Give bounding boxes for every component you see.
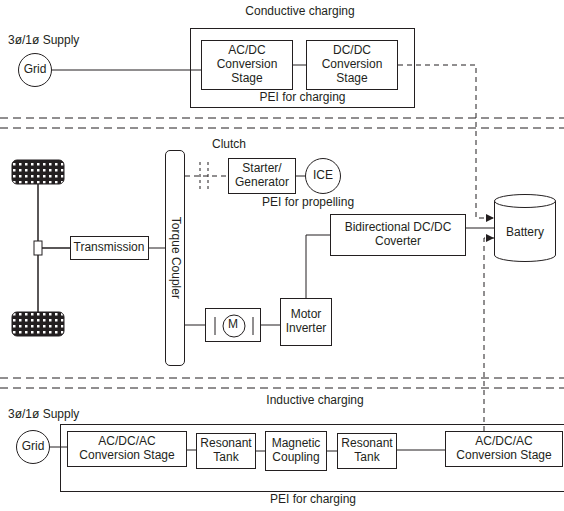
motor-bar (215, 317, 216, 335)
circle-outline (17, 431, 50, 464)
motor-circle (223, 315, 245, 337)
process-box: Transmission (70, 236, 149, 260)
connector (306, 235, 330, 298)
node-label: ICE (313, 169, 333, 183)
engine-circle: ICE (305, 158, 341, 194)
cylinder-body (495, 201, 556, 262)
connector (185, 176, 228, 177)
section-divider (0, 118, 564, 119)
node-label: Grid (22, 440, 45, 454)
process-box: Resonant Tank (337, 433, 397, 469)
node-label: AC/DC/AC Conversion Stage (68, 435, 186, 463)
node-label: Bidirectional DC/DC Coverter (331, 221, 465, 249)
connector (296, 176, 305, 177)
node-label: Transmission (74, 241, 145, 255)
differential (34, 241, 42, 255)
section-divider (0, 128, 564, 129)
connector (52, 70, 201, 71)
pei-group: PEI for charging AC/DC Conversion Stage DC… (190, 28, 415, 108)
wheel-tire (12, 160, 64, 184)
node-label: AC/DC/AC Conversion Stage (446, 435, 562, 463)
process-box: Motor Inverter (280, 298, 332, 346)
section-label: 3ø/1ø Supply (8, 34, 79, 48)
node-label: AC/DC Conversion Stage (202, 44, 292, 85)
motor-symbol: M (205, 308, 261, 342)
cylinder-top (495, 195, 556, 208)
group-heading: PEI for charging (191, 91, 414, 105)
connector (293, 65, 306, 66)
section-label: 3ø/1ø Supply (8, 408, 79, 422)
section-divider (0, 378, 564, 379)
node-label: Magnetic Coupling (266, 437, 326, 465)
process-box: AC/DC Conversion Stage (201, 40, 293, 90)
process-box: DC/DC Conversion Stage (306, 40, 398, 90)
circle-outline (306, 159, 341, 194)
node-label: DC/DC Conversion Stage (307, 44, 397, 85)
connector (398, 65, 494, 218)
connector (466, 228, 494, 229)
motor-bar (253, 317, 254, 335)
connector (261, 325, 280, 326)
connector (484, 238, 494, 431)
section-label: Inductive charging (266, 394, 363, 408)
node-label: M (228, 318, 238, 332)
connector (50, 447, 67, 448)
node-label: Resonant Tank (197, 437, 255, 465)
process-box: Resonant Tank (196, 433, 256, 469)
process-box: AC/DC/AC Conversion Stage (445, 431, 563, 467)
node-label: Resonant Tank (338, 437, 396, 465)
section-label: PEI for propelling (262, 196, 354, 210)
wheel-tire (12, 312, 64, 336)
process-box: Starter/ Generator (228, 158, 296, 194)
section-divider (0, 388, 564, 389)
pei-group: PEI for chargingAC/DC/AC Conversion Stag… (60, 424, 564, 492)
clutch-mark (200, 162, 201, 190)
process-box: AC/DC/AC Conversion Stage (67, 431, 187, 467)
connector (397, 450, 445, 451)
node-label: Torque Coupler (168, 217, 182, 299)
node-label: Starter/ Generator (229, 162, 295, 190)
group-heading: PEI for charging (61, 493, 564, 507)
node-label: Grid (24, 63, 47, 77)
section-label: Conductive charging (245, 5, 354, 19)
process-box: Magnetic Coupling (265, 431, 327, 471)
connector (149, 248, 166, 249)
process-box: Bidirectional DC/DC Coverter (330, 214, 466, 256)
drive-shaft (38, 247, 70, 249)
node-label: Battery (506, 226, 544, 240)
section-label: Clutch (212, 138, 246, 152)
node-label: Motor Inverter (281, 308, 331, 336)
grid-source: Grid (18, 53, 52, 87)
connector (256, 451, 265, 452)
torque-coupler: Torque Coupler (165, 150, 185, 366)
connector (187, 450, 196, 451)
connector (185, 325, 205, 326)
grid-source: Grid (16, 430, 50, 464)
connector (327, 451, 337, 452)
circle-outline (19, 54, 52, 87)
battery-cylinder: Battery (494, 194, 556, 262)
